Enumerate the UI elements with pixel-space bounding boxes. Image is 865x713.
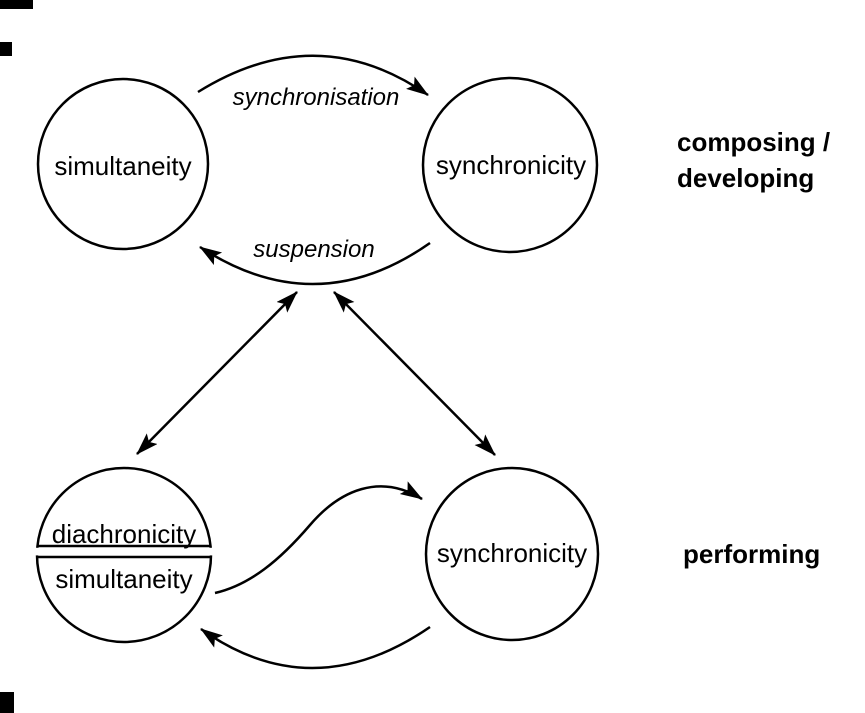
arrow-suspension <box>199 241 431 286</box>
arrow-bottom-return <box>200 625 431 670</box>
scan-artifact-left <box>0 42 12 56</box>
arrow-double-left <box>136 291 298 455</box>
split-gap <box>33 547 215 556</box>
label-synchronicity-bottom: synchronicity <box>437 538 587 568</box>
scan-artifact-top <box>0 0 33 9</box>
scan-artifact-bottom <box>0 692 14 713</box>
arrow-bottom-forward <box>214 481 423 595</box>
label-suspension: suspension <box>253 236 374 263</box>
label-synchronicity-top: synchronicity <box>436 150 586 180</box>
circle-synchronicity-top <box>421 76 599 254</box>
label-simultaneity-top: simultaneity <box>54 151 191 181</box>
circle-simultaneity-top <box>36 77 210 251</box>
arrow-synchronisation <box>197 54 429 97</box>
label-composing-line2: developing <box>677 163 814 193</box>
label-synchronisation: synchronisation <box>233 84 400 111</box>
label-composing-line1: composing / <box>677 127 830 157</box>
label-simultaneity-bottom: simultaneity <box>55 564 192 594</box>
circle-synchronicity-bottom <box>424 466 600 642</box>
label-performing: performing <box>683 539 820 569</box>
arrow-double-right <box>333 291 496 456</box>
label-diachronicity: diachronicity <box>52 519 197 549</box>
